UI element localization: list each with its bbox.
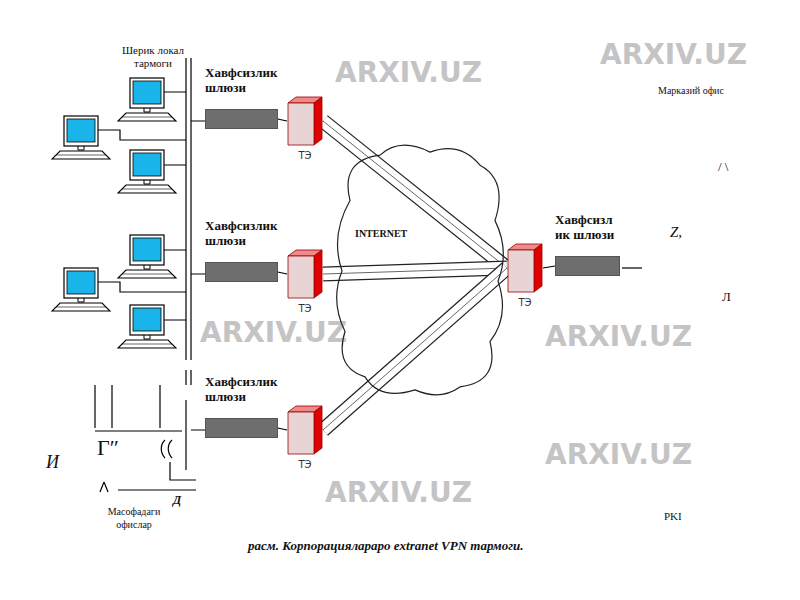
watermark: ARXIV.UZ	[545, 322, 692, 352]
watermark: ARXIV.UZ	[545, 440, 692, 470]
watermark: ARXIV.UZ	[335, 58, 482, 88]
vpn-tunnel	[323, 268, 507, 430]
tunnel-wall	[323, 121, 507, 268]
firewall-icon	[287, 96, 323, 146]
note-label: / \	[718, 160, 728, 173]
firewall-label: ТЭ	[507, 297, 543, 308]
connector-path	[278, 272, 287, 274]
firewall-label: ТЭ	[287, 459, 323, 470]
remote-office	[95, 385, 196, 492]
cloud-outline	[330, 140, 510, 402]
tunnel-wall	[323, 268, 507, 274]
link-line	[278, 272, 287, 274]
gateway-label: Хавфсизлик шлюзи	[205, 374, 278, 404]
connector-path	[543, 266, 555, 268]
gateway-bar	[205, 262, 278, 282]
connector-path	[278, 428, 287, 430]
uplink-line	[622, 267, 642, 268]
link-line	[543, 266, 555, 268]
gateway-bar	[555, 256, 620, 276]
tunnel-bore	[323, 121, 507, 268]
note-label: Z,	[670, 226, 682, 239]
note-label: И	[46, 452, 59, 472]
tunnel-wall	[323, 268, 507, 430]
link-line	[278, 428, 287, 430]
connector-path	[323, 121, 507, 268]
cloud-label: INTERNET	[355, 228, 407, 239]
link-line	[278, 119, 287, 121]
security-gateway: Хавфсизлик шлюзи	[205, 65, 278, 129]
caption: расм. Корпорациялараро extranet VPN тарм…	[248, 538, 524, 554]
watermark: ARXIV.UZ	[325, 478, 472, 508]
firewall-label: ТЭ	[287, 150, 323, 161]
gateway-label: Хавфсизл ик шлюзи	[555, 212, 620, 242]
firewall-icon	[507, 243, 543, 293]
gateway-bar	[205, 109, 278, 129]
vpn-tunnel	[323, 268, 507, 274]
security-gateway: Хавфсизлик шлюзи	[205, 218, 278, 282]
watermark: ARXIV.UZ	[200, 318, 347, 348]
firewall-icon	[287, 405, 323, 455]
tunnel-bore	[323, 268, 507, 274]
firewall-label: ТЭ	[287, 303, 323, 314]
note-label: Шерик локал тармоги	[112, 44, 194, 70]
gateway-bar	[205, 418, 278, 438]
gateway-label: Хавфсизлик шлюзи	[205, 65, 278, 95]
tunnel-bore	[323, 268, 507, 430]
security-gateway: Хавфсизлик шлюзи	[205, 374, 278, 438]
note-label: Марказий офис	[658, 84, 724, 97]
firewall: ТЭ	[287, 249, 323, 314]
note-label: Л	[722, 290, 731, 303]
connector-path	[323, 268, 507, 274]
note-label: PKI	[664, 510, 682, 523]
firewall: ТЭ	[287, 405, 323, 470]
firewall-icon	[287, 249, 323, 299]
firewall: ТЭ	[507, 243, 543, 308]
note-label: Г″	[97, 436, 119, 460]
vpn-tunnel	[323, 121, 507, 268]
lan-bus	[98, 58, 205, 470]
firewall: ТЭ	[287, 96, 323, 161]
gateway-label: Хавфсизлик шлюзи	[205, 218, 278, 248]
connector-path	[323, 268, 507, 430]
note-label: Масофадаги офислар	[98, 505, 170, 531]
computers	[52, 78, 176, 348]
note-label: Д	[173, 494, 181, 507]
internet-cloud: INTERNET	[330, 140, 510, 402]
security-gateway: Хавфсизл ик шлюзи	[555, 212, 620, 276]
connector-path	[278, 119, 287, 121]
watermark: ARXIV.UZ	[600, 40, 747, 70]
